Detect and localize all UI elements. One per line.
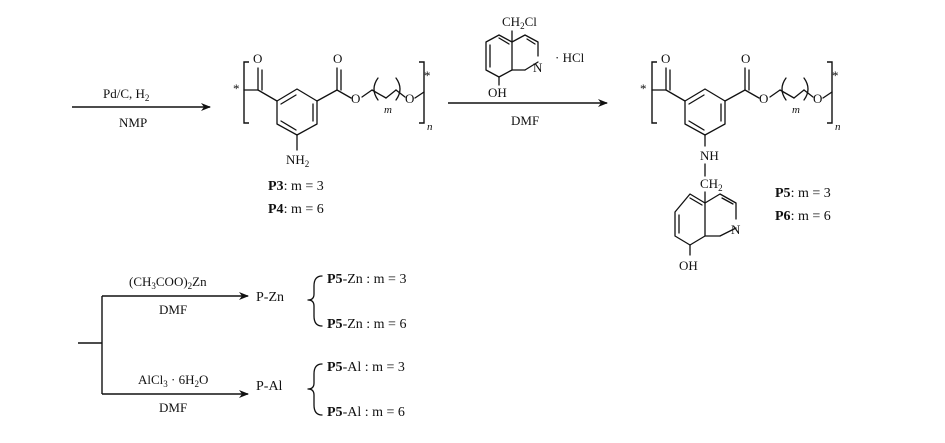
svg-text:m: m (792, 104, 800, 116)
zn-reagent: (CH3COO)2Zn (129, 274, 207, 291)
zn-product-label: P-Zn (256, 290, 284, 305)
svg-text:*: * (640, 81, 647, 96)
svg-text:O: O (759, 91, 768, 106)
svg-text:n: n (835, 121, 841, 133)
zn-item-1: P5-Zn : m = 3 (327, 272, 406, 287)
svg-text:*: * (832, 68, 839, 83)
svg-text:*: * (233, 81, 240, 96)
label-p6: P6: m = 6 (775, 209, 831, 224)
label-p5: P5: m = 3 (775, 186, 831, 201)
svg-text:NH2: NH2 (286, 152, 309, 169)
svg-text:O: O (813, 91, 822, 106)
polymer-amine-structure: * O O O m O * n (233, 51, 433, 169)
svg-text:OH: OH (679, 258, 698, 273)
svg-text:O: O (351, 91, 360, 106)
step1-arrow: Pd/C, H2 NMP (72, 86, 211, 130)
step2-solvent: DMF (511, 113, 539, 128)
svg-text:O: O (661, 51, 670, 66)
svg-text:O: O (253, 51, 262, 66)
al-reagent: AlCl3 · 6H2O (138, 372, 208, 389)
svg-text:OH: OH (488, 85, 507, 100)
step1-solvent: NMP (119, 115, 147, 130)
svg-text:NH: NH (700, 148, 719, 163)
reagent-quinoline: CH2Cl N OH · HCl (485, 14, 585, 100)
branch-arrows: (CH3COO)2Zn DMF AlCl3 · 6H2O DMF (78, 274, 249, 415)
zn-products: P-Zn P5-Zn : m = 3 P5-Zn : m = 6 (256, 272, 406, 332)
al-item-2: P5-Al : m = 6 (327, 405, 405, 420)
zn-solvent: DMF (159, 302, 187, 317)
polymer-amine-labels: P3: m = 3 P4: m = 6 (268, 179, 324, 217)
al-solvent: DMF (159, 400, 187, 415)
svg-text:N: N (533, 60, 543, 75)
svg-text:N: N (731, 222, 741, 237)
zn-item-2: P5-Zn : m = 6 (327, 317, 406, 332)
polymer-quinoline-labels: P5: m = 3 P6: m = 6 (775, 186, 831, 224)
label-p3: P3: m = 3 (268, 179, 324, 194)
svg-text:CH2: CH2 (700, 176, 723, 193)
svg-text:O: O (741, 51, 750, 66)
step1-reagent: Pd/C, H (103, 86, 145, 101)
svg-text:*: * (424, 68, 431, 83)
label-p4: P4: m = 6 (268, 202, 324, 217)
svg-text:n: n (427, 121, 433, 133)
polymer-quinoline-structure: * O O O m O * n NH CH2 (640, 51, 841, 273)
svg-text:O: O (405, 91, 414, 106)
svg-text:Pd/C, H2: Pd/C, H2 (103, 86, 149, 103)
svg-text:O: O (333, 51, 342, 66)
al-product-label: P-Al (256, 379, 283, 394)
al-item-1: P5-Al : m = 3 (327, 360, 405, 375)
svg-text:CH2Cl: CH2Cl (502, 14, 537, 31)
svg-text:· HCl: · HCl (555, 50, 585, 65)
al-products: P-Al P5-Al : m = 3 P5-Al : m = 6 (256, 360, 405, 420)
step2-arrow: DMF (448, 99, 608, 128)
svg-text:m: m (384, 104, 392, 116)
